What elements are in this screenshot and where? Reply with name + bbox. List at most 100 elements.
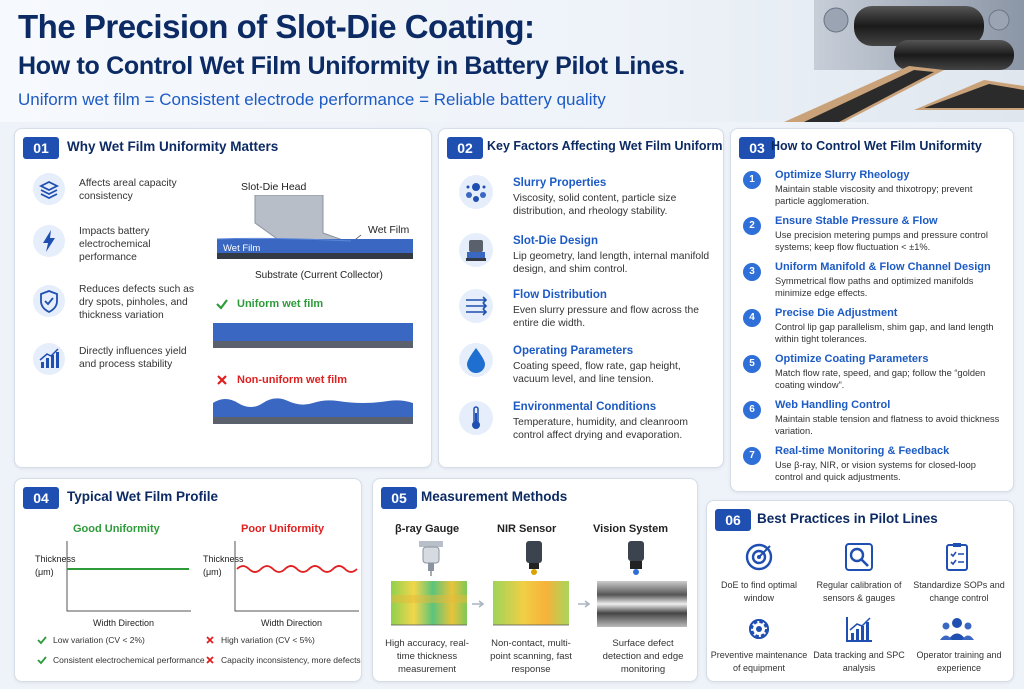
- good-point: Consistent electrochemical performance: [53, 655, 205, 665]
- list-item: Affects areal capacity consistency: [79, 178, 177, 202]
- page-subtitle: Uniform wet film = Consistent electrode …: [18, 90, 606, 109]
- spc-chart-icon: [846, 617, 872, 642]
- cross-icon: [217, 375, 227, 385]
- check-icon: [37, 636, 47, 645]
- method-text: Non-contact, multi-point scanning, fast …: [490, 638, 572, 675]
- slurry-icon: [459, 175, 493, 209]
- nir-sensor-icon: [526, 541, 542, 575]
- layers-icon: [33, 173, 65, 205]
- substrate-label: Substrate (Current Collector): [255, 270, 383, 281]
- method-text: Surface defect detection and edge monito…: [602, 638, 684, 675]
- section-title: Key Factors Affecting Wet Film Uniformit…: [487, 139, 724, 153]
- target-icon: [745, 543, 773, 571]
- factor-text: Even slurry pressure and flow across the…: [513, 305, 699, 329]
- list-item: Reduces defects such as dry spots, pinho…: [79, 284, 195, 321]
- list-item: Directly influences yield and process st…: [79, 346, 187, 370]
- uniform-film-label: Uniform wet film: [237, 298, 324, 310]
- panel-best-practices: 06 Best Practices in Pilot Lines DoE to …: [706, 500, 1014, 682]
- arrow-right-icon: [578, 600, 591, 608]
- panel-key-factors: 02 Key Factors Affecting Wet Film Unifor…: [438, 128, 724, 468]
- factor-title: Slot-Die Design: [513, 235, 598, 247]
- factor-text: Viscosity, solid content, particle size …: [513, 193, 677, 217]
- cross-icon: [206, 636, 214, 644]
- shield-icon: [33, 285, 65, 317]
- flow-arrows-icon: [459, 289, 493, 323]
- y-axis-label: Thickness (μm): [203, 554, 244, 577]
- step-text: Control lip gap parallelism, shim gap, a…: [775, 322, 994, 344]
- arrow-right-icon: [472, 600, 485, 608]
- section-title: Best Practices in Pilot Lines: [757, 511, 938, 526]
- poor-point: High variation (CV < 5%): [221, 635, 315, 645]
- die-icon: [459, 233, 493, 267]
- step-title: Real-time Monitoring & Feedback: [775, 445, 950, 457]
- slot-die-head-label: Slot-Die Head: [241, 181, 307, 193]
- slot-die-diagram: [216, 195, 413, 259]
- step-text: Maintain stable tension and flatness to …: [775, 414, 1000, 436]
- factor-text: Lip geometry, land length, internal mani…: [513, 251, 710, 275]
- method-text: High accuracy, real-time thickness measu…: [385, 638, 469, 675]
- gear-icon: [749, 619, 769, 639]
- poor-profile-plot: [234, 541, 359, 612]
- step-text: Use precision metering pumps and pressur…: [775, 230, 988, 252]
- section-number: 02: [447, 137, 483, 159]
- camera-icon: [628, 541, 644, 575]
- y-axis-label: Thickness (μm): [35, 554, 76, 577]
- section-number: 04: [23, 487, 59, 509]
- step-title: Precise Die Adjustment: [775, 307, 898, 319]
- factor-text: Coating speed, flow rate, gap height, va…: [513, 361, 681, 385]
- beta-ray-gauge-icon: [419, 541, 443, 576]
- check-icon: [37, 656, 47, 665]
- factor-title: Environmental Conditions: [513, 401, 657, 413]
- factor-text: Temperature, humidity, and cleanroom con…: [513, 417, 688, 441]
- section-title: Why Wet Film Uniformity Matters: [67, 139, 279, 154]
- panel-wet-film-profile: 04 Typical Wet Film Profile Good Uniform…: [14, 478, 362, 682]
- section-title: How to Control Wet Film Uniformity: [771, 139, 982, 153]
- factor-title: Flow Distribution: [513, 289, 607, 301]
- step-number: 5: [743, 355, 761, 373]
- cross-icon: [206, 656, 214, 664]
- step-title: Ensure Stable Pressure & Flow: [775, 215, 938, 227]
- step-text: Match flow rate, speed, and gap; follow …: [775, 368, 986, 390]
- check-icon: [216, 299, 228, 310]
- method-title: NIR Sensor: [497, 523, 557, 535]
- section-number: 05: [381, 487, 417, 509]
- poor-uniformity-title: Poor Uniformity: [241, 523, 325, 535]
- step-text: Symmetrical flow paths and optimized man…: [775, 276, 974, 298]
- nonuniform-film-label: Non-uniform wet film: [237, 374, 347, 386]
- vision-system-image: [597, 581, 687, 627]
- step-number: 1: [743, 171, 761, 189]
- page-title: The Precision of Slot-Die Coating:: [18, 8, 535, 45]
- factor-title: Operating Parameters: [513, 345, 634, 357]
- step-number: 6: [743, 401, 761, 419]
- factor-title: Slurry Properties: [513, 177, 607, 189]
- checklist-icon: [946, 543, 968, 571]
- section-title: Typical Wet Film Profile: [67, 489, 219, 504]
- step-title: Web Handling Control: [775, 399, 891, 411]
- lightning-icon: [33, 225, 65, 257]
- step-title: Uniform Manifold & Flow Channel Design: [775, 261, 991, 273]
- nonuniform-film-illustration: [213, 398, 413, 424]
- magnifier-icon: [845, 543, 873, 571]
- panel-measurement-methods: 05 Measurement Methods β-ray Gauge NIR S…: [372, 478, 698, 682]
- beta-ray-heatmap: [391, 581, 467, 626]
- uniform-film-illustration: [213, 323, 413, 348]
- panel-why-uniformity-matters: 01 Why Wet Film Uniformity Matters Affec…: [14, 128, 432, 468]
- step-number: 4: [743, 309, 761, 327]
- method-title: β-ray Gauge: [395, 523, 460, 535]
- section-title: Measurement Methods: [421, 489, 568, 504]
- practice-text: Standardize SOPs and change control: [913, 580, 1005, 603]
- poor-point: Capacity inconsistency, more defects: [221, 655, 361, 665]
- wet-film-label: Wet Film: [368, 224, 410, 236]
- good-uniformity-title: Good Uniformity: [73, 523, 160, 535]
- header: The Precision of Slot-Die Coating: How t…: [0, 0, 1024, 122]
- bar-chart-icon: [33, 343, 65, 375]
- thermometer-icon: [459, 401, 493, 435]
- x-axis-label: Width Direction: [93, 618, 155, 628]
- wet-film-inner-label: Wet Film: [223, 243, 261, 254]
- step-title: Optimize Coating Parameters: [775, 353, 929, 365]
- team-icon: [940, 618, 974, 640]
- section-number: 03: [739, 137, 775, 159]
- section-number: 06: [715, 509, 751, 531]
- method-title: Vision System: [593, 523, 668, 535]
- page-title-line2: How to Control Wet Film Uniformity in Ba…: [18, 52, 685, 80]
